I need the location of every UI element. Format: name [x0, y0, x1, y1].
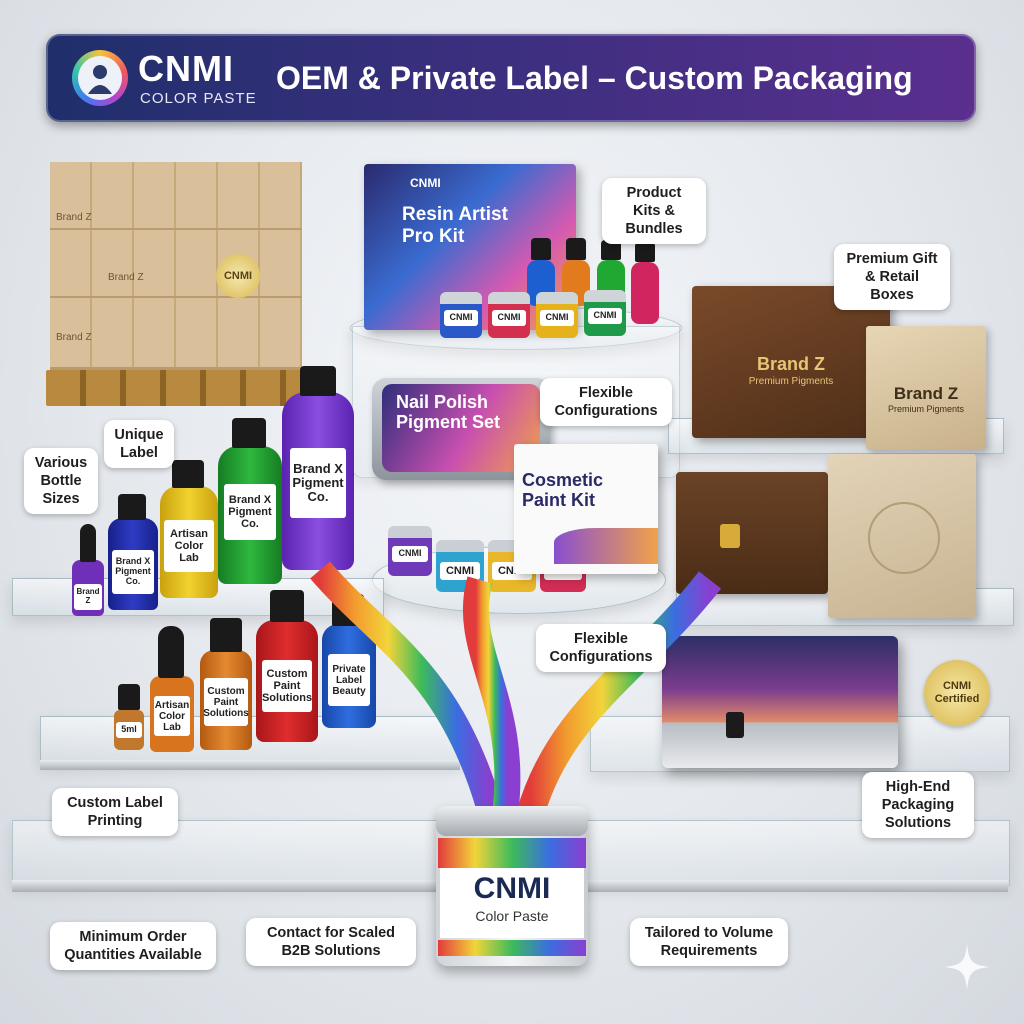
kit-brand: CNMI: [410, 176, 441, 190]
dropper-cap: [80, 524, 96, 562]
jar-label: CNMI: [540, 310, 574, 326]
jar-label: CNMI: [492, 310, 526, 326]
jar-label: CNMI: [588, 308, 622, 324]
callout-moq: Minimum Order Quantities Available: [50, 922, 216, 970]
center-jar-sub: Color Paste: [475, 908, 549, 924]
small-bottle: [631, 262, 659, 324]
kraft-box-sub: Premium Pigments: [887, 404, 965, 414]
bottle-cap: [118, 494, 146, 520]
dropper-cap: [158, 626, 184, 678]
cosmetic-kit-title: Cosmetic Paint Kit: [522, 470, 604, 510]
gift-box-sub: Premium Pigments: [748, 376, 834, 387]
box-pull-tab-icon: [726, 712, 744, 738]
bottle-label: Brand Z: [74, 584, 102, 610]
chest-clasp-icon: [720, 524, 740, 548]
center-jar-brand: CNMI: [473, 872, 551, 905]
bottle-cap: [566, 238, 586, 260]
cosmetic-kit-box: Cosmetic Paint Kit: [514, 444, 658, 574]
color-jar: CNMI: [488, 292, 530, 338]
page-title: OEM & Private Label – Custom Packaging: [276, 60, 913, 96]
linen-box: [828, 454, 976, 618]
bottle-label: Artisan Color Lab: [154, 696, 190, 736]
gift-box-brand: Brand Z: [756, 354, 825, 374]
color-jar: CNMI: [536, 292, 578, 338]
premium-presentation-box: [662, 636, 898, 768]
bottle-cap: [531, 238, 551, 260]
pallet-base: [46, 370, 308, 406]
person-icon: [88, 65, 112, 94]
bottle-cap: [232, 418, 266, 448]
carton-label: Brand Z: [108, 272, 144, 283]
callout-contact: Contact for Scaled B2B Solutions: [246, 918, 416, 966]
jar-label: CNMI: [444, 310, 478, 326]
bottle-label: Artisan Color Lab: [164, 520, 214, 572]
jar-lid: [436, 806, 588, 836]
brand-logo-icon: [72, 50, 128, 106]
kraft-box: Brand Z Premium Pigments: [866, 326, 986, 450]
callout-tailored: Tailored to Volume Requirements: [630, 918, 788, 966]
callout-various-sizes: Various Bottle Sizes: [24, 448, 98, 514]
callout-flexible-mid: Flexible Configurations: [536, 624, 666, 672]
callout-custom-label: Custom Label Printing: [52, 788, 178, 836]
bottle-label: Brand X Pigment Co.: [290, 448, 346, 518]
callout-unique-label: Unique Label: [104, 420, 174, 468]
center-paste-jar: CNMI Color Paste: [436, 806, 588, 966]
certified-seal-text: CNMI Certified: [934, 680, 980, 705]
tin-title: Nail Polish Pigment Set: [396, 392, 501, 432]
pallet-stack: Brand Z Brand Z Brand Z CNMI: [46, 162, 308, 410]
bottle-cap: [635, 242, 655, 262]
bottle-label: Custom Paint Solutions: [262, 660, 312, 712]
tin-lid-art: [382, 384, 540, 472]
embossed-logo-icon: [868, 502, 940, 574]
carton-block: [50, 162, 302, 370]
rainbow-paint-streams: [310, 561, 722, 819]
jar-label: CNMI: [440, 562, 480, 580]
header-banner: CNMI COLOR PASTE OEM & Private Label – C…: [46, 34, 976, 122]
bottle-label: 5ml: [116, 722, 142, 738]
color-jar: CNMI: [388, 526, 432, 576]
callout-premium-gift: Premium Gift & Retail Boxes: [834, 244, 950, 310]
jar-bottom-band: [438, 940, 586, 956]
brand-name: CNMI: [138, 48, 234, 89]
bottle-cap: [210, 618, 242, 652]
left-shelf-edge: [40, 760, 460, 770]
brand-subtitle: COLOR PASTE: [140, 90, 257, 107]
bottle-label: Brand X Pigment Co.: [224, 484, 276, 540]
bottle-cap: [300, 366, 336, 396]
bottle-cap: [172, 460, 204, 488]
sparkle-icon: [944, 944, 990, 990]
cnmi-seal-icon: CNMI: [216, 254, 260, 298]
kit-title: Resin Artist Pro Kit: [402, 204, 508, 247]
jar-rainbow-band: [438, 838, 586, 868]
bottle-cap: [601, 240, 621, 260]
bottle-label: Custom Paint Solutions: [203, 678, 249, 726]
callout-high-end: High-End Packaging Solutions: [862, 772, 974, 838]
jar-label-panel: [440, 868, 584, 938]
bottle-label: Brand X Pigment Co.: [112, 550, 154, 594]
kraft-box-brand: Brand Z: [893, 384, 959, 403]
callout-flexible-top: Flexible Configurations: [540, 378, 672, 426]
callout-product-kits: Product Kits & Bundles: [602, 178, 706, 244]
carton-label: Brand Z: [56, 332, 92, 343]
wooden-gift-box: Brand Z Premium Pigments: [692, 286, 890, 438]
seal-text: CNMI: [223, 270, 253, 282]
color-jar: CNMI: [440, 292, 482, 338]
bottle-label: Private Label Beauty: [328, 654, 370, 706]
jar-label: CNMI: [392, 546, 428, 562]
color-jar: CNMI: [584, 290, 626, 336]
certified-seal-icon: CNMI Certified: [924, 660, 990, 726]
carton-label: Brand Z: [56, 212, 92, 223]
bottle-cap: [118, 684, 140, 710]
bottle-cap: [270, 590, 304, 622]
kit-swoosh: [554, 528, 658, 564]
